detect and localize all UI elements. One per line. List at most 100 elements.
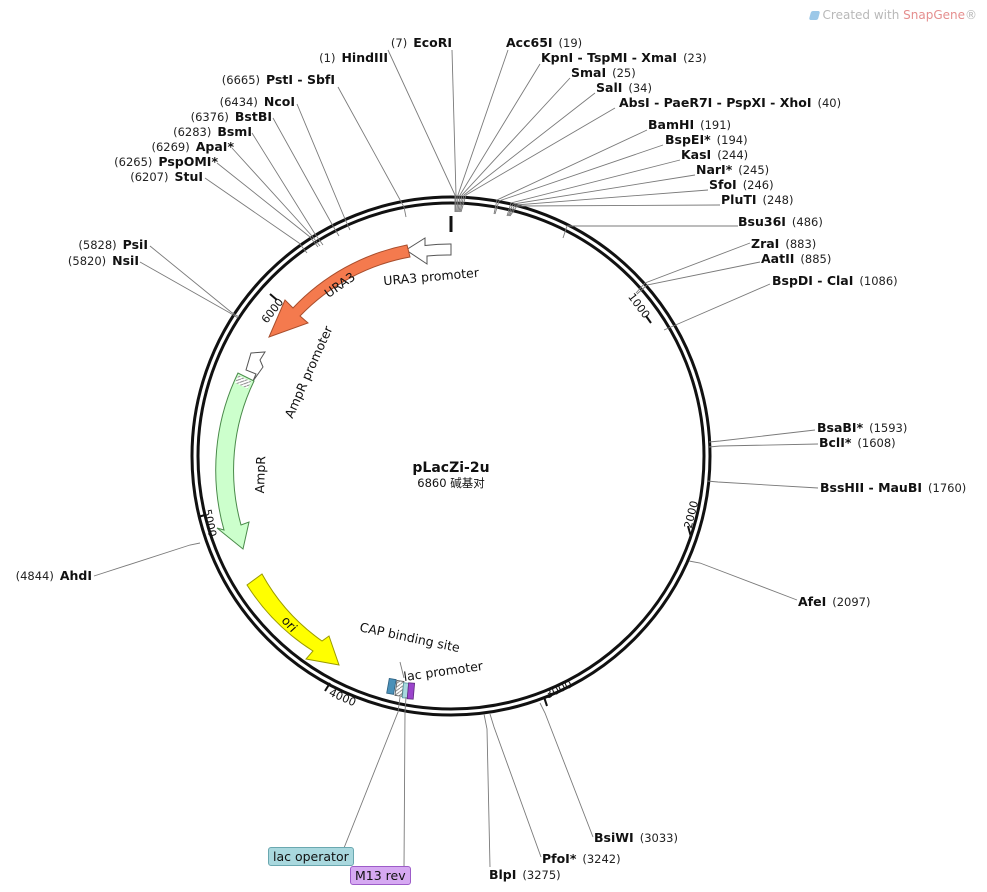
cap-binding-site-label: CAP binding site <box>358 619 461 655</box>
site-bamhi: BamHI(191) <box>648 117 731 132</box>
site-psti-sbfi: (6665)PstI - SbfI <box>222 72 335 87</box>
site-aatii: AatII(885) <box>761 251 831 266</box>
tick-label-3000: 3000 <box>543 677 574 701</box>
plasmid-name: pLacZi-2u <box>412 460 489 476</box>
site-blpi: BlpI(3275) <box>489 867 561 882</box>
leader-acc65i <box>456 49 509 213</box>
site-ahdi: (4844)AhdI <box>16 568 92 583</box>
site-bspei: BspEI*(194) <box>665 132 748 147</box>
leader-bamhi <box>493 129 648 215</box>
tick-4000 <box>324 682 331 692</box>
tick-6000 <box>269 293 278 301</box>
leader-m13-rev <box>403 696 407 869</box>
ampr-label: AmpR <box>252 455 268 493</box>
leader-ahdi <box>93 542 201 577</box>
watermark-prefix: Created with <box>822 8 904 22</box>
snapgene-watermark: Created with SnapGene® <box>808 8 977 22</box>
site-pluti: PluTI(248) <box>721 192 793 207</box>
leader-hindiii <box>387 49 456 212</box>
backbone-outer-ring <box>190 195 712 717</box>
leader-ecori <box>451 49 457 212</box>
leader-psti <box>337 86 407 218</box>
site-sali: SalI(34) <box>596 80 652 95</box>
leader-kpni <box>457 63 541 213</box>
leader-pfoi <box>489 713 542 858</box>
leader-afei <box>688 560 798 601</box>
site-bsiwi: BsiWI(3033) <box>594 830 678 845</box>
leader-bsu36i <box>562 225 738 239</box>
lac-promoter-label: lac promoter <box>403 658 485 684</box>
site-bstbi: (6376)BstBI <box>191 109 272 124</box>
site-stui: (6207)StuI <box>130 169 203 184</box>
leader-bsmi <box>251 132 324 246</box>
site-zrai: ZraI(883) <box>751 236 816 251</box>
watermark-suffix: ® <box>965 8 977 22</box>
site-bsu36i: Bsu36I(486) <box>738 214 823 229</box>
leader-clai <box>663 283 771 331</box>
site-pfoi: PfoI*(3242) <box>542 851 621 866</box>
leader-aatii <box>636 261 761 295</box>
cap-binding-site-feature <box>386 677 397 695</box>
ampr-promoter-arrow <box>245 351 266 382</box>
leader-stui <box>204 177 308 254</box>
ampr-signal-hatch <box>234 375 252 389</box>
site-bsmi: (6283)BsmI <box>173 124 252 139</box>
site-pspomi: (6265)PspOMI* <box>114 154 218 169</box>
site-nari: NarI*(245) <box>696 162 769 177</box>
leader-sfoi <box>508 189 709 217</box>
ura3-promoter-label: URA3 promoter <box>383 265 481 288</box>
ori-arrow <box>246 573 340 666</box>
site-smai: SmaI(25) <box>571 65 636 80</box>
ampr-promoter-label: AmpR promoter <box>281 323 335 421</box>
leader-blpi <box>483 713 491 868</box>
leader-psii <box>149 245 240 318</box>
leader-xhoi <box>460 107 616 213</box>
site-apai: (6269)ApaI* <box>152 139 235 154</box>
leader-smai <box>458 77 571 213</box>
leader-bspei <box>494 144 664 215</box>
leader-bcli <box>708 443 819 448</box>
watermark-brand: SnapGene <box>903 8 965 22</box>
leader-bstbi <box>272 117 340 237</box>
leader-bsshii <box>706 480 819 489</box>
site-kasi: KasI(244) <box>681 147 748 162</box>
leader-sali <box>459 92 596 213</box>
backbone-inner-ring <box>196 201 706 711</box>
leader-apai <box>231 147 321 247</box>
tick-label-5000: 5000 <box>200 508 219 538</box>
site-ecori: (7)EcoRI <box>391 35 452 50</box>
leader-ncoi <box>296 103 351 231</box>
site-bcli: BclI*(1608) <box>819 435 896 450</box>
site-acc65i: Acc65I(19) <box>506 35 582 50</box>
site-psii: (5828)PsiI <box>78 237 148 252</box>
tick-1000 <box>645 315 652 324</box>
tick-2000 <box>687 525 692 538</box>
site-hindiii: (1)HindIII <box>319 50 388 65</box>
site-sfoi: SfoI(246) <box>709 177 774 192</box>
site-bsabi: BsaBI*(1593) <box>817 420 907 435</box>
site-ncoi: (6434)NcoI <box>220 94 295 109</box>
leader-pluti <box>509 204 721 217</box>
m13-rev-label: M13 rev <box>350 866 411 885</box>
plasmid-length: 6860 碱基对 <box>417 476 485 490</box>
site-kpni-tspmi-xmai: KpnI - TspMI - XmaI(23) <box>541 50 707 65</box>
site-xhoi-group: AbsI - PaeR7I - PspXI - XhoI(40) <box>619 95 841 110</box>
ura3-arrow <box>268 244 411 338</box>
leader-zrai <box>635 242 751 294</box>
site-nsii: (5820)NsiI <box>68 253 139 268</box>
leader-nsii <box>139 261 239 319</box>
leader-kasi <box>506 159 681 217</box>
site-bsshii-group: BssHII - MauBI(1760) <box>820 480 966 495</box>
tick-5000 <box>197 514 206 518</box>
site-clai-group: BspDI - ClaI(1086) <box>772 273 898 288</box>
ura3-promoter-arrow <box>405 237 452 265</box>
m13-rev-feature <box>406 682 416 700</box>
tick-3000 <box>543 696 548 707</box>
ampr-arrow <box>215 372 255 550</box>
leader-lac-operator <box>343 696 401 849</box>
cap-leader <box>399 661 405 679</box>
lac-operator-label: lac operator <box>268 847 354 866</box>
leader-bsabi <box>708 429 816 443</box>
leader-nari <box>507 174 696 217</box>
